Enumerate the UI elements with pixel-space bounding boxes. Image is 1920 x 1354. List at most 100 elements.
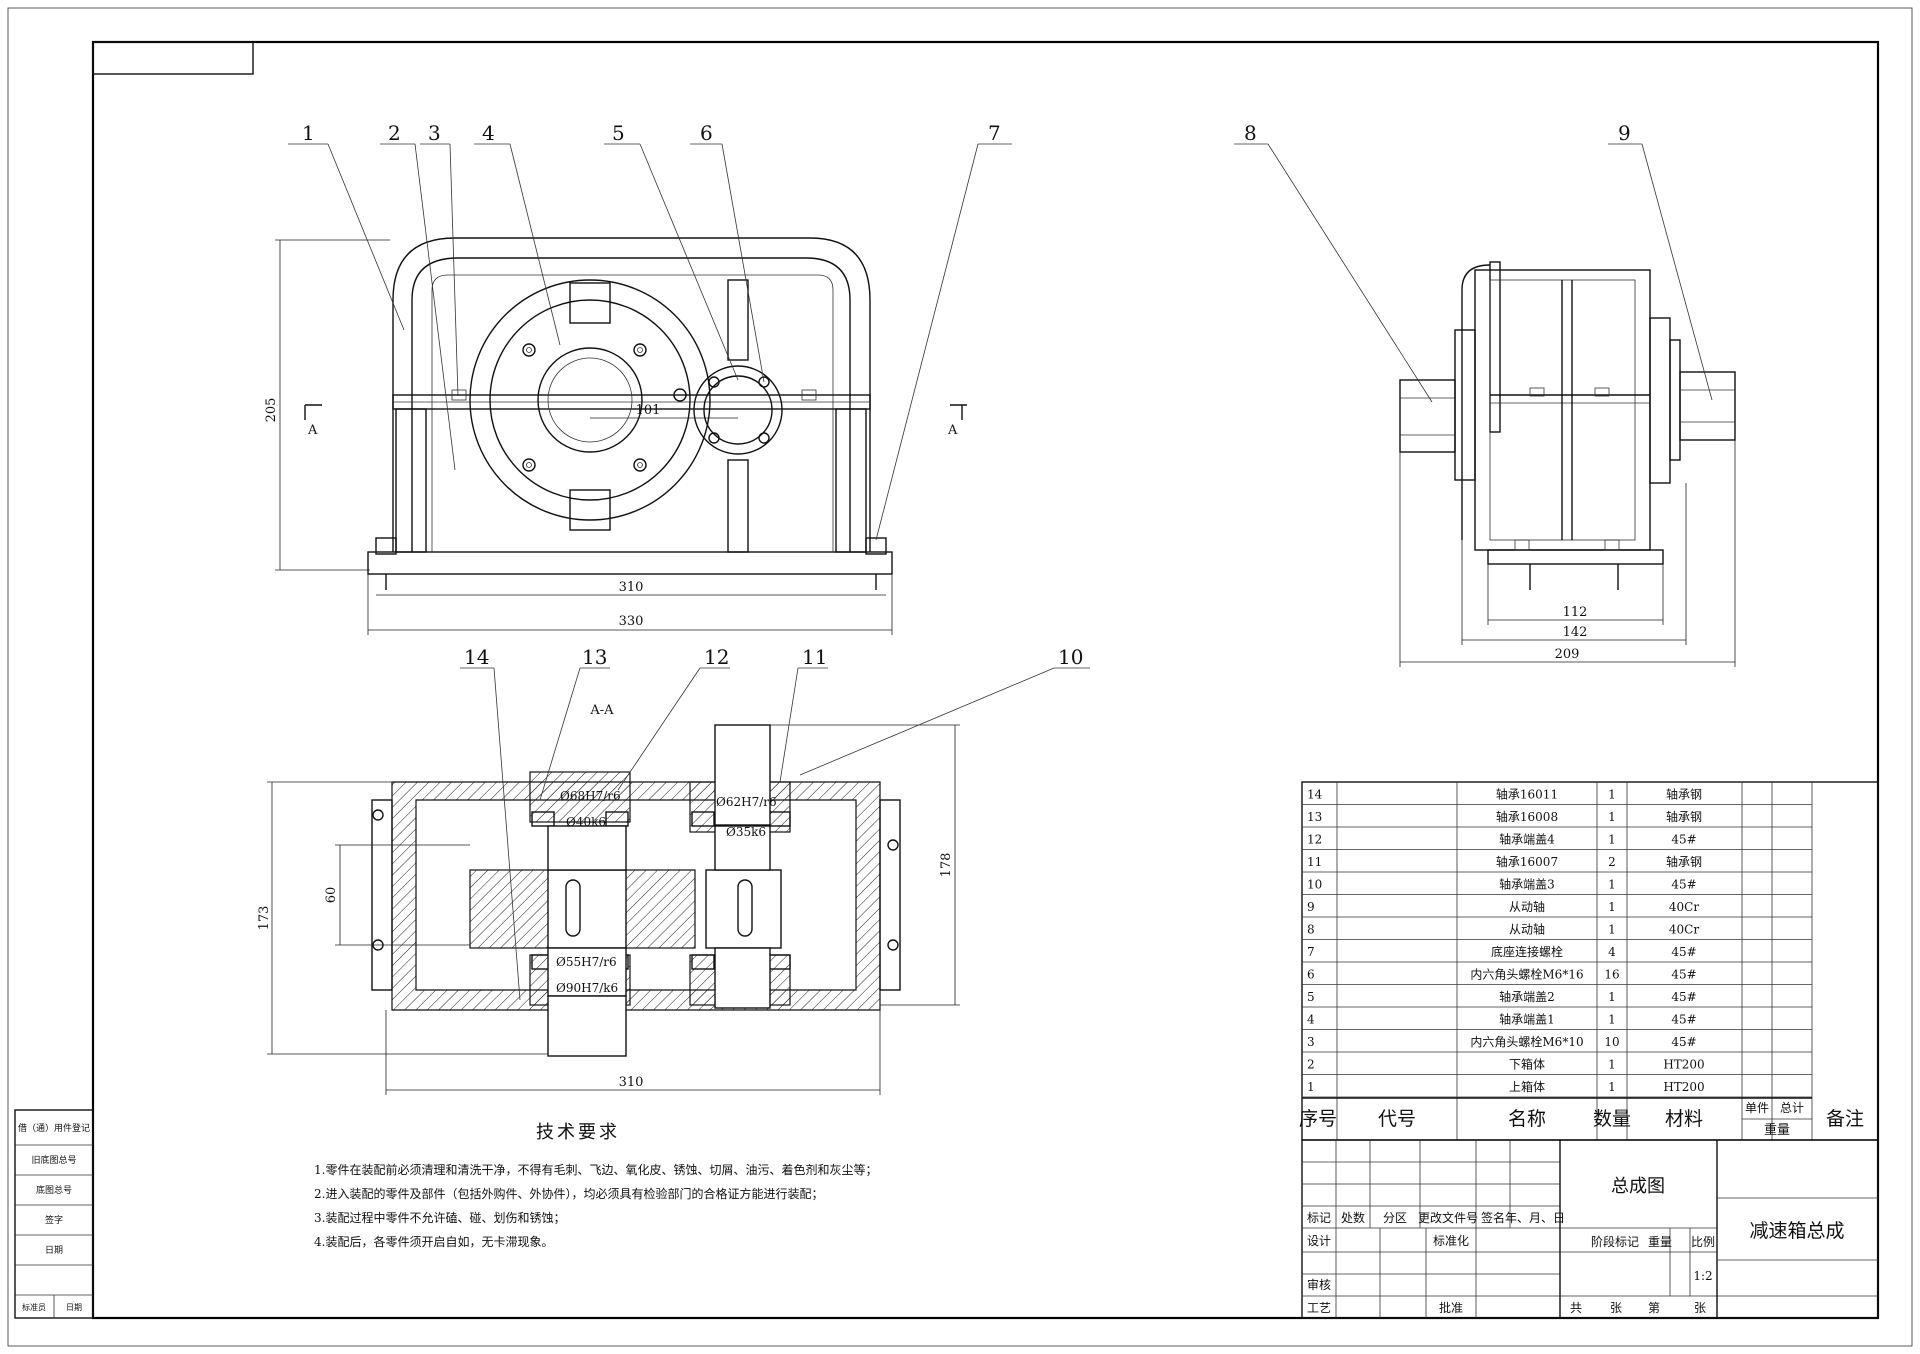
tb-drawing-title: 总成图 bbox=[1611, 1176, 1665, 1197]
bom-cell-no: 4 bbox=[1307, 1013, 1315, 1027]
dim-front-inner-width: 310 bbox=[619, 580, 644, 595]
bom-header-no: 序号 bbox=[1299, 1108, 1337, 1130]
side-view: 112 142 209 8 9 bbox=[1234, 121, 1736, 667]
bom-cell-mat: HT200 bbox=[1663, 1058, 1704, 1072]
bom-header-qty: 数量 bbox=[1593, 1108, 1631, 1130]
dim-section-height-right: 178 bbox=[939, 853, 954, 878]
dim-front-height: 205 bbox=[264, 398, 279, 423]
dim-side-mid: 142 bbox=[1563, 625, 1588, 640]
bom-header-name: 名称 bbox=[1508, 1108, 1546, 1130]
bom-cell-name: 内六角头螺栓M6*10 bbox=[1470, 1034, 1583, 1049]
bom-cell-mat: 40Cr bbox=[1669, 923, 1699, 937]
balloon-12: 12 bbox=[704, 645, 729, 669]
fit-3: Ø62H7/r6 bbox=[716, 795, 777, 809]
tb-craft: 工艺 bbox=[1307, 1301, 1331, 1315]
front-view: 101 205 310 330 A A bbox=[264, 237, 967, 635]
section-title: A-A bbox=[589, 703, 614, 718]
balloon-7: 7 bbox=[988, 121, 1001, 145]
sidebar-label: 日期 bbox=[66, 1303, 82, 1312]
bom-header-remark: 备注 bbox=[1826, 1108, 1864, 1130]
tb-sheets-total: 共 bbox=[1570, 1301, 1582, 1315]
balloon-10: 10 bbox=[1058, 645, 1083, 669]
title-block: 标记 处数 分区 更改文件号 签名 年、月、日 设计 标准化 审核 工艺 批准 … bbox=[1301, 1139, 1879, 1319]
tb-product-name: 减速箱总成 bbox=[1749, 1220, 1844, 1242]
balloon-3: 3 bbox=[428, 121, 441, 145]
fit-1: Ø68H7/r6 bbox=[560, 789, 621, 803]
bom-cell-no: 6 bbox=[1307, 968, 1315, 982]
tech-item-4: 4.装配后，各零件须开启自如，无卡滞现象。 bbox=[314, 1234, 553, 1249]
bom-cell-qty: 1 bbox=[1608, 810, 1616, 824]
bom-cell-no: 8 bbox=[1307, 923, 1315, 937]
bom-cell-name: 底座连接螺栓 bbox=[1491, 944, 1563, 959]
outer-border bbox=[7, 7, 1913, 1347]
tb-check: 审核 bbox=[1307, 1277, 1331, 1292]
bom-cell-no: 9 bbox=[1307, 900, 1315, 914]
bom-cell-no: 7 bbox=[1307, 945, 1315, 959]
bom-cell-qty: 2 bbox=[1608, 855, 1616, 869]
bom-cell-no: 2 bbox=[1307, 1058, 1315, 1072]
bom-cell-qty: 1 bbox=[1608, 990, 1616, 1004]
dim-front-outer-width: 330 bbox=[619, 614, 644, 629]
sidebar-label: 日期 bbox=[45, 1245, 63, 1256]
bom-cell-mat: 45# bbox=[1671, 990, 1696, 1004]
bom-cell-qty: 1 bbox=[1608, 900, 1616, 914]
tech-item-3: 3.装配过程中零件不允许磕、碰、划伤和锈蚀； bbox=[314, 1210, 565, 1225]
bom-cell-no: 13 bbox=[1307, 810, 1322, 824]
tb-date: 年、月、日 bbox=[1505, 1211, 1565, 1225]
bom-cell-qty: 10 bbox=[1604, 1035, 1619, 1049]
bom-cell-mat: 轴承钢 bbox=[1666, 787, 1702, 802]
tb-standard: 标准化 bbox=[1433, 1234, 1469, 1248]
balloon-13: 13 bbox=[582, 645, 607, 669]
sidebar-label: 底图总号 bbox=[36, 1184, 72, 1196]
bom-cell-mat: 45# bbox=[1671, 878, 1696, 892]
bom-cell-name: 下箱体 bbox=[1509, 1057, 1545, 1072]
section-view: A-A Ø68H7/r6 bbox=[257, 645, 1090, 1095]
bom-cell-name: 轴承端盖2 bbox=[1499, 989, 1555, 1004]
tb-doc: 更改文件号 bbox=[1418, 1210, 1478, 1225]
left-sidebar: 借（通）用件登记 旧底图总号 底图总号 签字 日期 标准员 日期 bbox=[14, 1109, 94, 1319]
balloon-11: 11 bbox=[802, 645, 827, 669]
bom-cell-mat: 40Cr bbox=[1669, 900, 1699, 914]
bom-cell-qty: 1 bbox=[1608, 833, 1616, 847]
tb-sheet-unit: 张 bbox=[1694, 1301, 1706, 1315]
bom-cell-qty: 4 bbox=[1608, 945, 1616, 959]
sidebar-label: 借（通）用件登记 bbox=[18, 1122, 90, 1134]
bom-cell-no: 3 bbox=[1307, 1035, 1315, 1049]
bom-cell-name: 轴承16008 bbox=[1496, 809, 1558, 824]
bom-cell-name: 从动轴 bbox=[1509, 899, 1545, 914]
tech-title: 技术要求 bbox=[536, 1122, 620, 1143]
balloon-2: 2 bbox=[388, 121, 401, 145]
bom-header-material: 材料 bbox=[1665, 1108, 1703, 1130]
fit-5: Ø55H7/r6 bbox=[556, 955, 617, 969]
bom-cell-mat: 45# bbox=[1671, 1035, 1696, 1049]
balloon-8: 8 bbox=[1244, 121, 1257, 145]
bom-cell-qty: 1 bbox=[1608, 788, 1616, 802]
bom-cell-mat: 45# bbox=[1671, 1013, 1696, 1027]
bom-cell-mat: 45# bbox=[1671, 833, 1696, 847]
balloon-5: 5 bbox=[612, 121, 625, 145]
bom-cell-qty: 1 bbox=[1608, 1080, 1616, 1094]
bom-cell-qty: 1 bbox=[1608, 1013, 1616, 1027]
balloon-1: 1 bbox=[302, 121, 315, 145]
dim-center-distance: 101 bbox=[636, 403, 661, 418]
tech-item-1: 1.零件在装配前必须清理和清洗干净，不得有毛刺、飞边、氧化皮、锈蚀、切屑、油污、… bbox=[314, 1162, 877, 1177]
dim-section-height-left: 173 bbox=[257, 906, 272, 931]
dim-section-gear: 60 bbox=[324, 887, 339, 904]
tb-zone: 分区 bbox=[1383, 1211, 1407, 1225]
bom-cell-mat: 轴承钢 bbox=[1666, 809, 1702, 824]
bom-cell-no: 5 bbox=[1307, 990, 1315, 1004]
sidebar-label: 旧底图总号 bbox=[31, 1154, 76, 1166]
bom-header-single: 单件 bbox=[1745, 1101, 1769, 1115]
fit-6: Ø90H7/k6 bbox=[556, 981, 618, 995]
section-mark-right: A bbox=[947, 423, 958, 438]
balloon-9: 9 bbox=[1618, 121, 1631, 145]
bom-cell-name: 轴承端盖3 bbox=[1499, 877, 1555, 892]
fit-2: Ø40k6 bbox=[566, 815, 606, 829]
bom-header-total: 总计 bbox=[1780, 1101, 1804, 1115]
dim-section-width: 310 bbox=[619, 1075, 644, 1090]
balloon-4: 4 bbox=[482, 121, 495, 145]
sidebar-label: 签字 bbox=[45, 1214, 63, 1226]
bom-cell-name: 轴承端盖4 bbox=[1499, 832, 1555, 847]
